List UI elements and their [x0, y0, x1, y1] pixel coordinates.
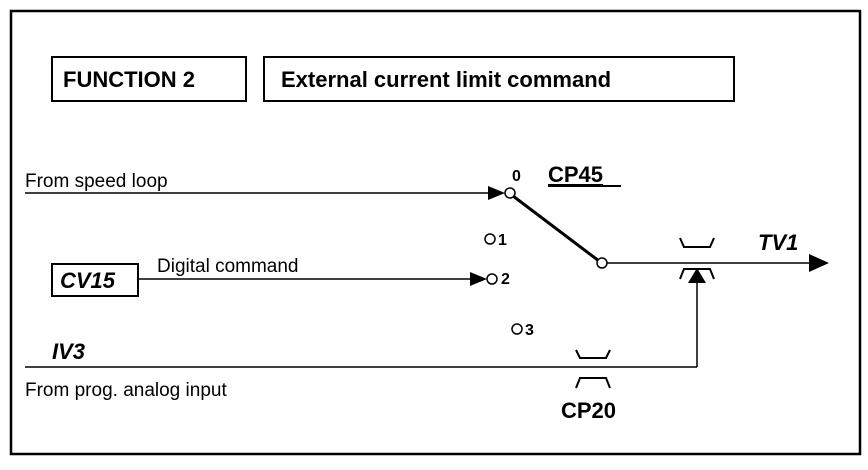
- output-name: TV1: [758, 230, 798, 255]
- limiter-bracket-upper: [679, 237, 715, 248]
- digital-command-arrowhead: [470, 272, 487, 286]
- function-label-box: [51, 56, 247, 102]
- function-title: External current limit command: [281, 67, 611, 92]
- switch-blade: [512, 194, 600, 263]
- speed-loop-arrowhead: [488, 186, 505, 200]
- cv15-box: [51, 263, 139, 297]
- function-title-box: [263, 56, 735, 102]
- function-label: FUNCTION 2: [63, 67, 195, 92]
- digital-param: CV15: [60, 268, 116, 293]
- switch-contact-3: [511, 323, 523, 335]
- analog-param: IV3: [52, 339, 85, 364]
- switch-contact-1: [484, 233, 496, 245]
- switch-position-2: 2: [501, 271, 510, 288]
- cp20-bracket-upper: [575, 349, 611, 359]
- switch-contact-2: [486, 273, 498, 285]
- speed-loop-label: From speed loop: [25, 171, 168, 192]
- switch-position-0: 0: [512, 168, 521, 185]
- switch-contact-0: [504, 187, 516, 199]
- switch-position-1: 1: [498, 232, 507, 249]
- outer-frame: [9, 9, 862, 456]
- limiter-arrowhead: [688, 268, 706, 283]
- limiter-param: CP20: [561, 398, 616, 423]
- analog-input-label: From prog. analog input: [25, 380, 227, 401]
- switch-name: CP45: [548, 162, 603, 187]
- output-arrowhead: [809, 254, 829, 272]
- cp20-bracket-lower: [575, 377, 611, 389]
- switch-pivot: [596, 257, 608, 269]
- digital-command-label: Digital command: [157, 256, 299, 277]
- switch-position-3: 3: [525, 322, 534, 339]
